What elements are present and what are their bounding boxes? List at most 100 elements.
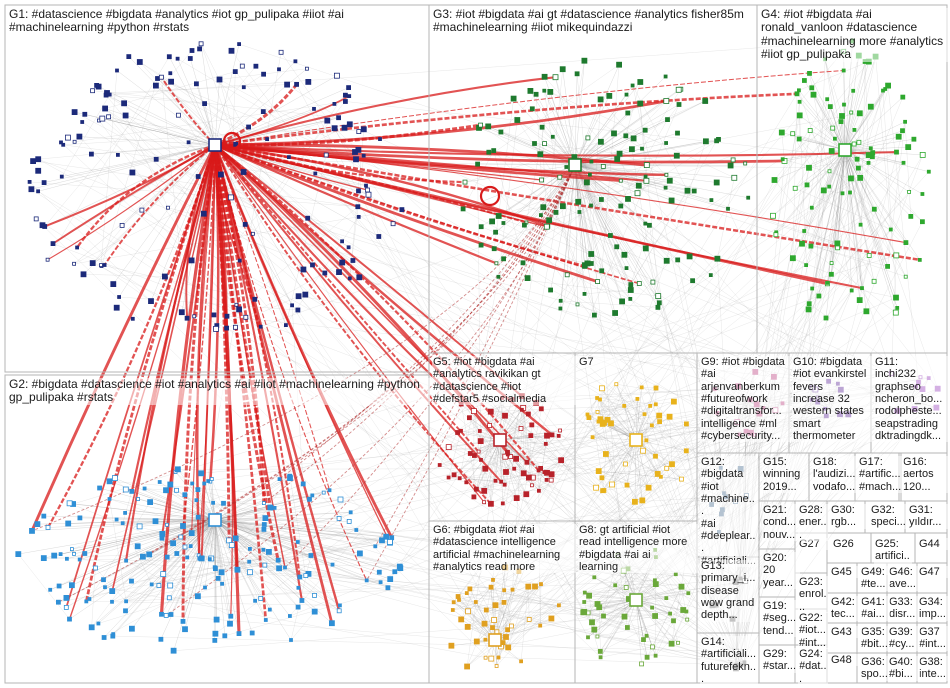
edge-local bbox=[476, 397, 503, 490]
edge-intra bbox=[844, 61, 869, 151]
edge-intra bbox=[175, 471, 216, 521]
edge-local bbox=[792, 258, 832, 275]
edge-intra bbox=[54, 519, 216, 556]
node bbox=[90, 88, 95, 94]
node bbox=[241, 85, 246, 90]
node bbox=[888, 227, 893, 232]
edge-intra bbox=[214, 108, 315, 146]
node bbox=[228, 47, 235, 54]
edge-local bbox=[86, 601, 340, 606]
node bbox=[120, 521, 125, 526]
node bbox=[840, 191, 845, 196]
node bbox=[139, 553, 146, 560]
node bbox=[841, 68, 846, 73]
group-label-g40: G40: #bi... bbox=[888, 656, 920, 681]
node bbox=[684, 187, 691, 194]
node bbox=[142, 486, 147, 491]
edge-inter bbox=[526, 130, 903, 463]
node bbox=[624, 482, 630, 488]
edge-hub bbox=[213, 143, 509, 454]
node bbox=[825, 280, 830, 285]
node bbox=[592, 575, 597, 580]
edge-intra bbox=[560, 164, 576, 301]
edge-local bbox=[235, 490, 330, 539]
node bbox=[543, 223, 550, 230]
edge-intra bbox=[499, 439, 545, 473]
edge-intra bbox=[182, 519, 216, 622]
node bbox=[113, 304, 120, 311]
edge-intra bbox=[99, 487, 216, 521]
node bbox=[666, 177, 673, 184]
edge-hub bbox=[47, 144, 216, 261]
edge-local bbox=[297, 541, 340, 611]
node bbox=[493, 478, 498, 483]
group-label-g31: G31: yıldır... bbox=[908, 504, 948, 529]
node bbox=[129, 578, 134, 584]
node bbox=[170, 647, 177, 654]
edge-intra bbox=[837, 149, 846, 244]
edge-local bbox=[285, 154, 327, 326]
edge-intra bbox=[214, 519, 381, 583]
hub-node-g6 bbox=[488, 633, 502, 647]
node bbox=[597, 649, 603, 654]
node bbox=[243, 314, 249, 320]
node bbox=[277, 67, 281, 72]
node bbox=[709, 198, 714, 203]
node bbox=[827, 184, 832, 189]
node bbox=[336, 269, 342, 276]
edge-local bbox=[611, 440, 647, 485]
edge-local bbox=[226, 296, 299, 329]
edge-local bbox=[151, 541, 390, 585]
edge-local bbox=[623, 570, 653, 608]
node bbox=[332, 102, 337, 106]
edge-intra bbox=[499, 439, 546, 445]
node bbox=[636, 281, 642, 286]
node bbox=[152, 82, 159, 89]
edge-local bbox=[874, 209, 907, 243]
node bbox=[48, 587, 53, 592]
edge-intra bbox=[121, 144, 216, 226]
node bbox=[624, 92, 629, 97]
nodes-layer bbox=[15, 38, 941, 672]
edge-local bbox=[95, 567, 127, 602]
node bbox=[625, 110, 631, 116]
node bbox=[80, 120, 85, 124]
edge-local bbox=[801, 243, 896, 313]
node bbox=[627, 287, 634, 293]
edge-intra bbox=[574, 164, 659, 297]
node bbox=[202, 481, 207, 486]
edge-intra bbox=[214, 519, 382, 541]
node bbox=[246, 124, 252, 130]
node bbox=[664, 596, 669, 600]
edge-hub-secondary bbox=[148, 164, 576, 555]
hub-node-g1 bbox=[208, 138, 222, 152]
node bbox=[809, 85, 815, 91]
edge-intra bbox=[635, 599, 687, 612]
edge-intra bbox=[494, 584, 542, 641]
node bbox=[731, 174, 738, 181]
node bbox=[496, 655, 501, 660]
node bbox=[82, 111, 88, 117]
node bbox=[560, 203, 566, 210]
edge-intra bbox=[162, 519, 216, 535]
node bbox=[794, 91, 800, 97]
node bbox=[479, 457, 483, 462]
edge-local bbox=[603, 422, 687, 451]
edge-local bbox=[252, 87, 349, 234]
group-label-g45: G45 bbox=[830, 566, 862, 579]
node bbox=[532, 141, 537, 146]
edge-intra bbox=[574, 164, 631, 291]
node bbox=[487, 423, 493, 428]
node bbox=[648, 403, 653, 408]
edge-local bbox=[615, 585, 688, 620]
edge-intra bbox=[574, 164, 578, 305]
node bbox=[635, 396, 640, 401]
node bbox=[686, 253, 693, 260]
node bbox=[778, 129, 785, 136]
node bbox=[644, 633, 649, 638]
group-label-g13: G13: primary_i... disease wow grand dept… bbox=[700, 560, 758, 622]
edge-local bbox=[479, 430, 548, 473]
edge-local bbox=[808, 150, 832, 310]
node bbox=[346, 519, 352, 524]
node bbox=[558, 306, 563, 311]
